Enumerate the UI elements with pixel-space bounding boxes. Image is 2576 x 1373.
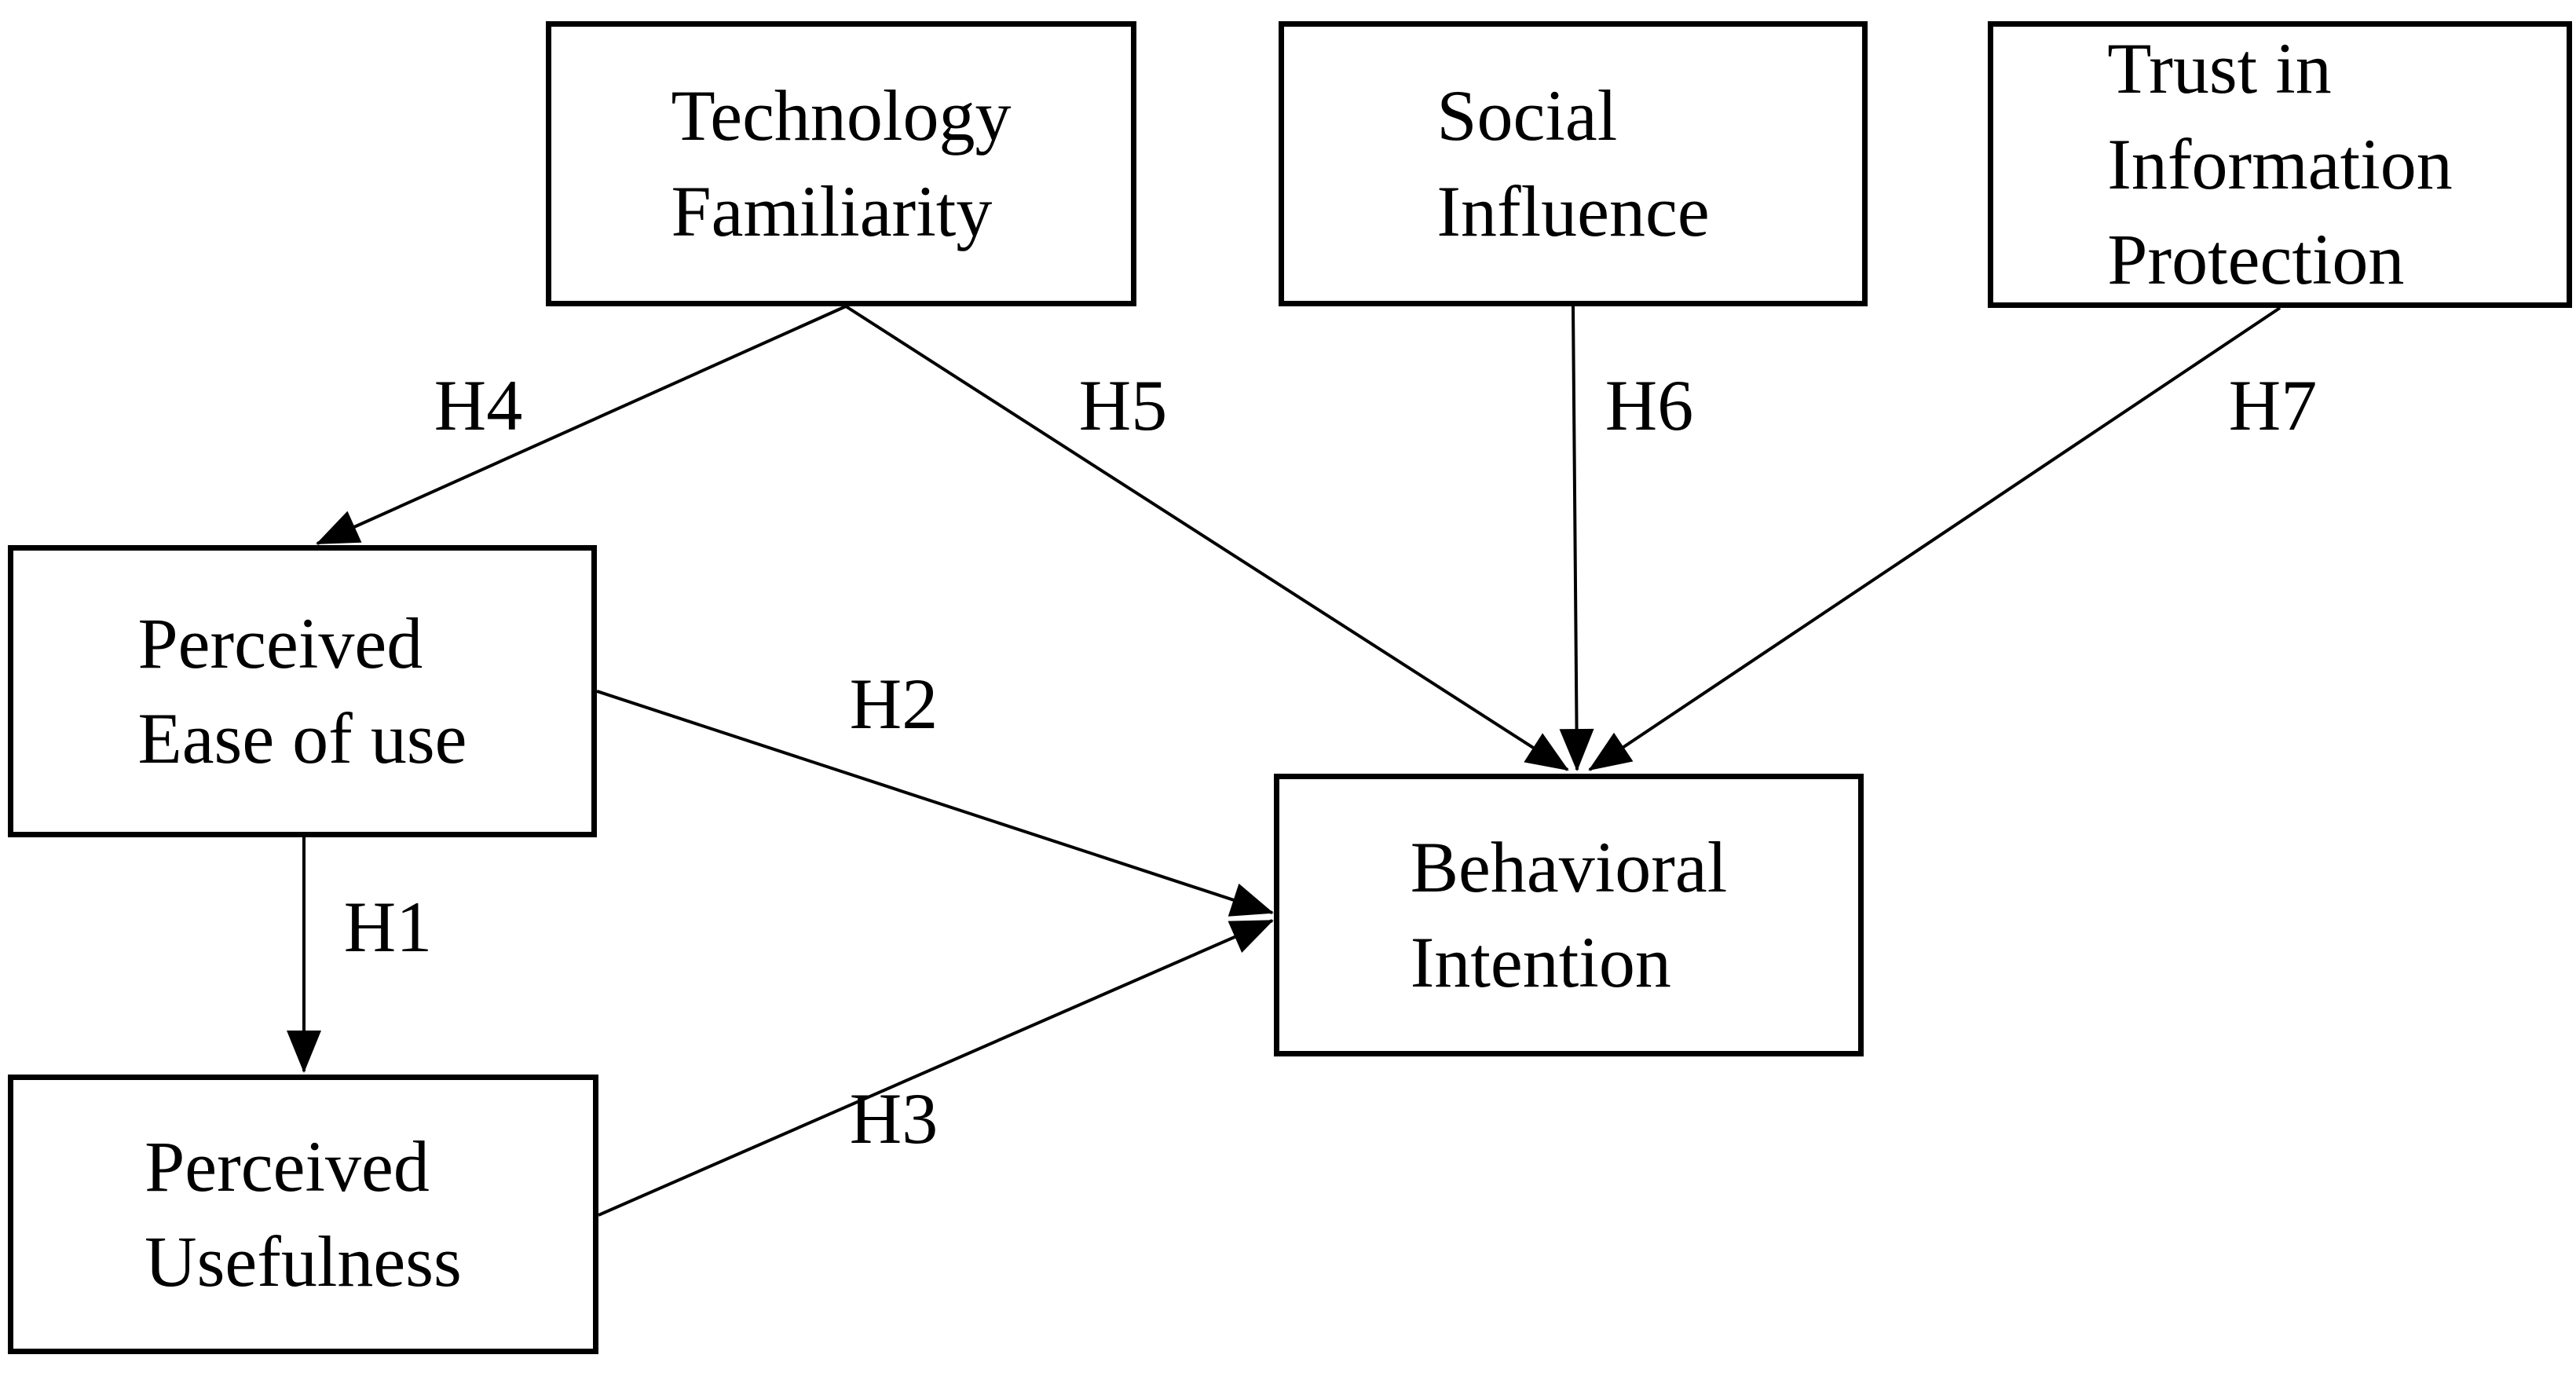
box-perceived-usefulness: Perceived Usefulness	[8, 1075, 598, 1354]
arrow-h6	[1559, 306, 1594, 771]
arrow-label-h3: H3	[849, 1078, 939, 1159]
box-technology-familiarity: Technology Familiarity	[546, 21, 1136, 306]
arrow-label-h2: H2	[849, 664, 939, 744]
arrow-h2	[596, 690, 1274, 917]
arrow-label-h4: H4	[434, 365, 523, 445]
arrow-h3	[598, 919, 1274, 1217]
box-label-trust-in-information-protection: Trust in Information Protection	[2107, 28, 2453, 300]
arrow-h7	[1588, 306, 2281, 771]
arrow-h4	[316, 305, 847, 545]
box-label-behavioral-intention: Behavioral Intention	[1410, 826, 1728, 1002]
arrow-label-h7: H7	[2228, 365, 2318, 445]
arrow-label-h1: H1	[343, 887, 433, 967]
box-label-social-influence: Social Influence	[1436, 75, 1710, 251]
box-behavioral-intention: Behavioral Intention	[1274, 774, 1864, 1056]
box-label-perceived-usefulness: Perceived Usefulness	[145, 1126, 462, 1302]
arrow-h5	[844, 305, 1569, 771]
box-trust-in-information-protection: Trust in Information Protection	[1988, 21, 2572, 308]
arrow-label-h5: H5	[1078, 365, 1168, 445]
box-social-influence: Social Influence	[1279, 21, 1868, 306]
box-label-technology-familiarity: Technology Familiarity	[671, 75, 1012, 251]
box-perceived-ease-of-use: Perceived Ease of use	[8, 545, 597, 837]
box-label-perceived-ease-of-use: Perceived Ease of use	[137, 602, 467, 778]
arrow-label-h6: H6	[1605, 365, 1694, 445]
